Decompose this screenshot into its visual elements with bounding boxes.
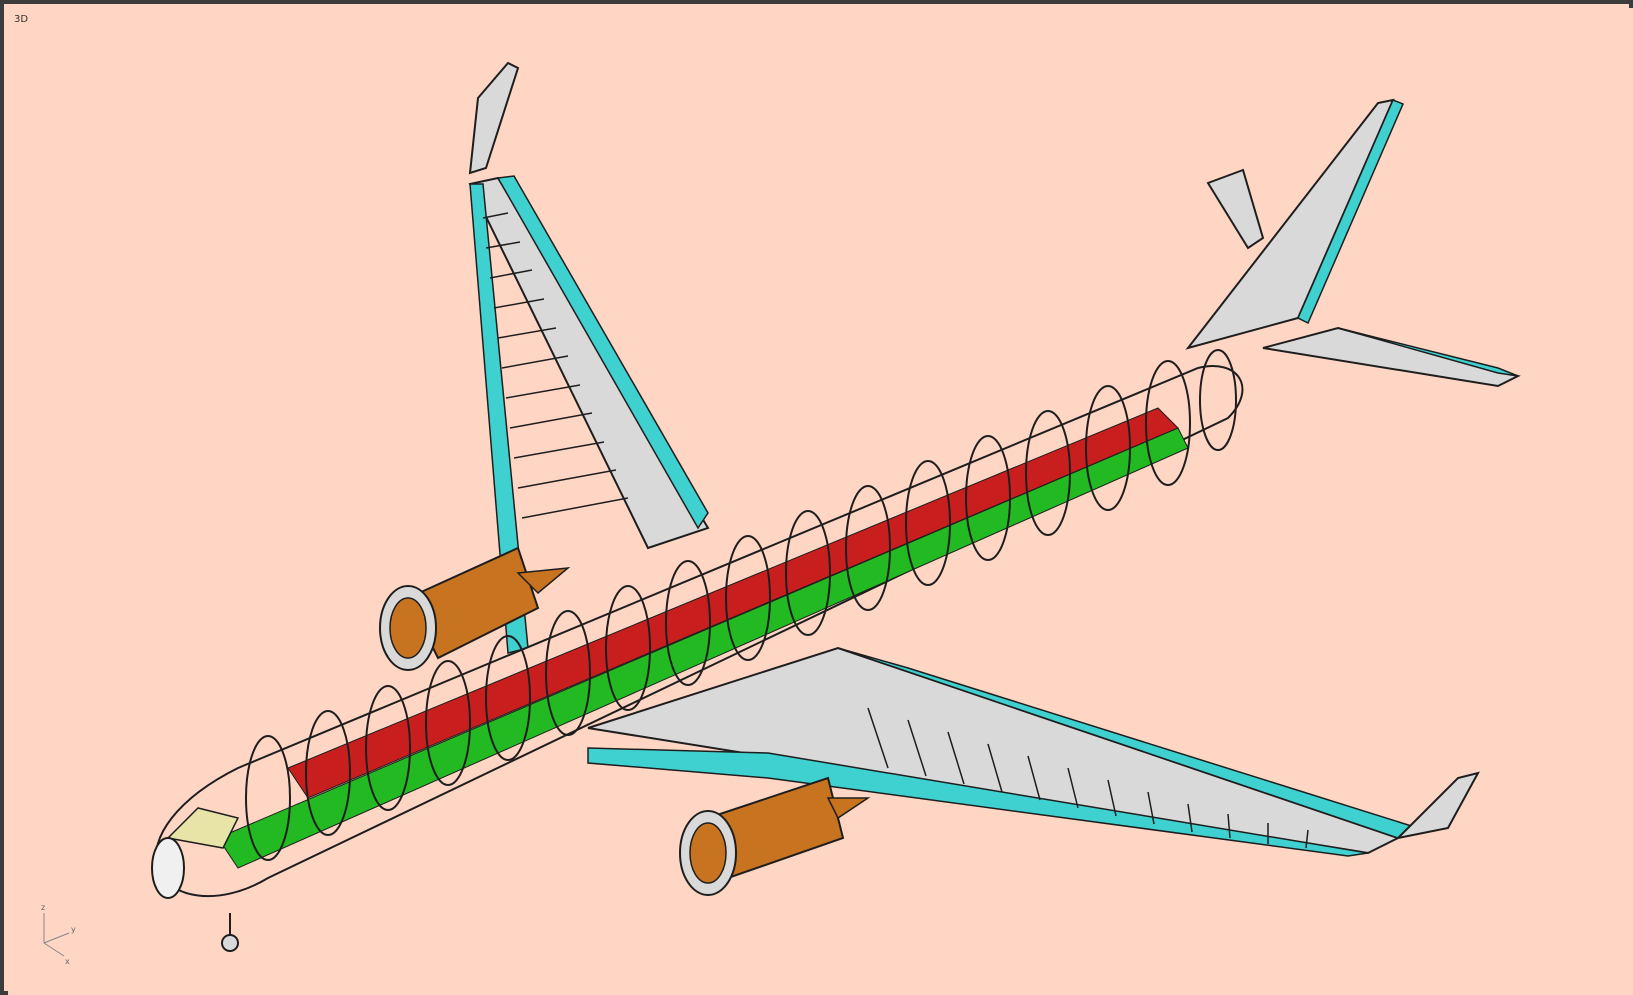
tail-assembly[interactable]	[1185, 98, 1521, 388]
left-wing[interactable]	[468, 61, 710, 654]
triad-y-label: y	[71, 925, 76, 934]
view-label: 3D	[14, 14, 29, 25]
right-wing[interactable]	[587, 646, 1480, 857]
nose-cone	[151, 837, 185, 899]
left-engine[interactable]	[379, 546, 571, 671]
right-winglet	[1394, 771, 1480, 840]
triad-z-label: z	[41, 903, 45, 912]
fuselage[interactable]	[151, 349, 1244, 899]
cockpit	[166, 807, 240, 849]
right-engine[interactable]	[679, 776, 871, 896]
fuselage-rings	[245, 349, 1237, 861]
nose-landing-gear[interactable]	[221, 913, 239, 952]
axis-triad-icon: z y x	[41, 903, 76, 966]
right-wing-ribs	[867, 707, 1309, 849]
left-wing-ribs	[482, 212, 629, 519]
3d-viewport[interactable]: 3D	[8, 8, 1633, 995]
triad-x-label: x	[65, 957, 70, 966]
left-winglet	[468, 61, 520, 175]
aircraft-model[interactable]	[8, 8, 1633, 995]
